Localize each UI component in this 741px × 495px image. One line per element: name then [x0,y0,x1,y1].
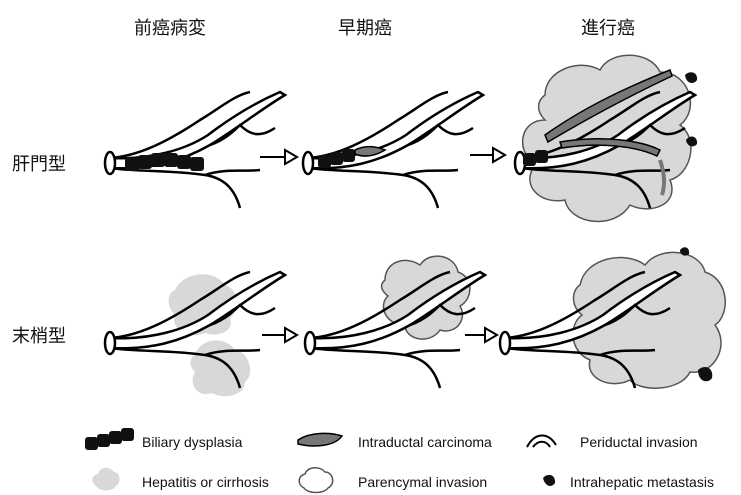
legend-label-intraductal-carcinoma: Intraductal carcinoma [358,434,492,450]
periductal-invasion-icon [527,435,556,447]
hilar-precancerous-panel [105,92,285,208]
peripheral-early-cancer-panel [305,256,485,388]
arrow-row1-a [260,150,297,164]
arrow-row2-b [465,328,497,342]
biliary-dysplasia-cluster [125,153,204,171]
biliary-dysplasia-icon [85,428,134,450]
arrow-row2-a [262,328,297,342]
legend-label-parencymal-invasion: Parencymal invasion [358,474,487,490]
legend-label-intrahepatic-metastasis: Intrahepatic metastasis [570,474,714,490]
hilar-early-cancer-panel [303,92,483,208]
peripheral-precancerous-panel [105,272,285,396]
intraductal-carcinoma-icon [298,433,342,446]
hepatitis-cirrhosis-icon [92,468,119,491]
intrahepatic-metastasis-icon [543,475,555,486]
legend-label-biliary-dysplasia: Biliary dysplasia [142,434,242,450]
legend-label-hepatitis-cirrhosis: Hepatitis or cirrhosis [142,474,269,490]
arrow-row1-b [470,148,505,162]
peripheral-advanced-cancer-panel [500,247,725,388]
legend-label-periductal-invasion: Periductal invasion [580,434,698,450]
hilar-advanced-cancer-panel [515,55,697,221]
parencymal-invasion-icon [299,468,332,493]
